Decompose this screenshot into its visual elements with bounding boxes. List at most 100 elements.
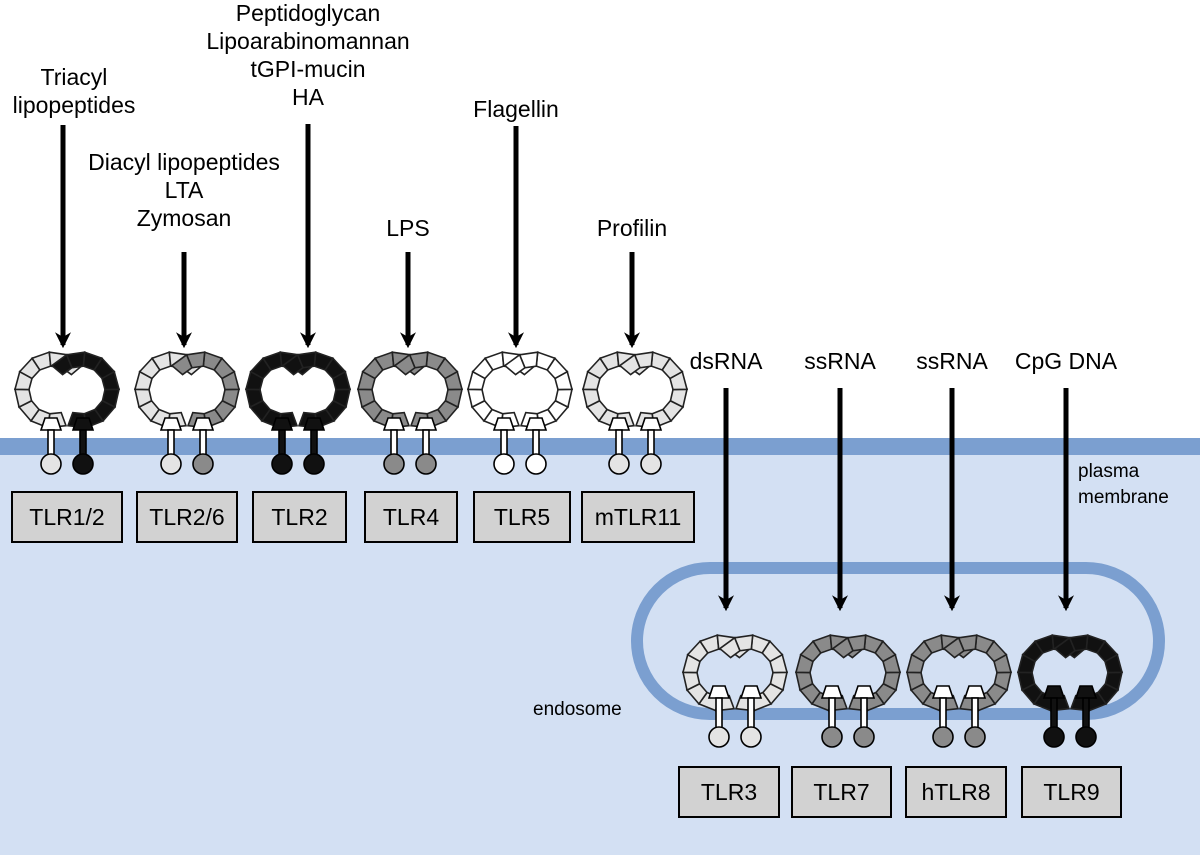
transmembrane-stalk xyxy=(532,429,540,456)
tir-domain xyxy=(383,453,405,475)
tir-domain xyxy=(640,453,662,475)
transmembrane-stalk xyxy=(615,429,623,456)
receptor-foot xyxy=(963,685,987,699)
lrr-segment xyxy=(718,636,741,659)
tir-domain xyxy=(271,453,293,475)
transmembrane-stalk xyxy=(860,697,868,729)
surface-receptor-box: TLR2 xyxy=(252,491,347,543)
ligand-line: Triacyl xyxy=(40,64,108,90)
tir-domain xyxy=(821,726,843,748)
receptor-foot xyxy=(852,685,876,699)
tir-domain xyxy=(853,726,875,748)
tir-domain xyxy=(1043,726,1065,748)
tlr-receptor-icon xyxy=(681,634,789,748)
receptor-foot xyxy=(191,417,215,431)
transmembrane-stalk xyxy=(715,697,723,729)
tir-domain xyxy=(40,453,62,475)
surface-receptor-box: mTLR11 xyxy=(581,491,695,543)
ligand-line: Peptidoglycan xyxy=(235,0,381,26)
endosomal-ligand-label: dsRNA xyxy=(690,347,763,375)
lrr-segment xyxy=(942,636,965,659)
tir-domain xyxy=(415,453,437,475)
ligand-line: LPS xyxy=(386,215,430,241)
transmembrane-stalk xyxy=(939,697,947,729)
transmembrane-stalk xyxy=(1082,697,1090,729)
tir-domain xyxy=(303,453,325,475)
receptor-foot xyxy=(492,417,516,431)
lrr-segment xyxy=(831,636,854,659)
transmembrane-stalk xyxy=(971,697,979,729)
ligand-line: LTA xyxy=(164,177,204,203)
endosomal-receptor-box: hTLR8 xyxy=(905,766,1007,818)
lrr-segment xyxy=(503,353,526,376)
transmembrane-stalk xyxy=(310,429,318,456)
tir-domain xyxy=(964,726,986,748)
receptor-foot xyxy=(270,417,294,431)
receptor-foot xyxy=(382,417,406,431)
tir-domain xyxy=(160,453,182,475)
receptor-foot xyxy=(1074,685,1098,699)
tir-domain xyxy=(493,453,515,475)
transmembrane-stalk xyxy=(828,697,836,729)
lrr-segment xyxy=(618,353,641,376)
endosomal-ligand-label: ssRNA xyxy=(916,347,988,375)
receptor-foot xyxy=(607,417,631,431)
lrr-segment xyxy=(393,353,416,376)
receptor-foot xyxy=(707,685,731,699)
surface-ligand-label: Profilin xyxy=(597,214,667,242)
ligand-line: dsRNA xyxy=(689,348,763,374)
ligand-line: ssRNA xyxy=(804,348,876,374)
receptor-foot xyxy=(931,685,955,699)
tlr-receptor-icon xyxy=(133,351,241,475)
ligand-line: ssRNA xyxy=(916,348,988,374)
receptor-foot xyxy=(39,417,63,431)
lrr-segment xyxy=(170,353,193,376)
tlr-receptor-icon xyxy=(466,351,574,475)
ligand-line: Flagellin xyxy=(473,96,559,122)
ligand-line: tGPI-mucin xyxy=(250,56,366,82)
endosome-label: endosome xyxy=(533,699,622,720)
tir-domain xyxy=(608,453,630,475)
ligand-line: CpG DNA xyxy=(1014,348,1118,374)
tir-domain xyxy=(72,453,94,475)
transmembrane-stalk xyxy=(422,429,430,456)
endosomal-receptor-box: TLR9 xyxy=(1021,766,1122,818)
endosomal-receptor-box: TLR7 xyxy=(791,766,892,818)
receptor-foot xyxy=(639,417,663,431)
transmembrane-stalk xyxy=(199,429,207,456)
receptor-foot xyxy=(820,685,844,699)
plasma-membrane-label: plasma membrane xyxy=(1078,459,1169,511)
tlr-receptor-icon xyxy=(356,351,464,475)
endosomal-ligand-label: ssRNA xyxy=(804,347,876,375)
tir-domain xyxy=(192,453,214,475)
transmembrane-stalk xyxy=(747,697,755,729)
tir-domain xyxy=(740,726,762,748)
receptor-foot xyxy=(414,417,438,431)
endosomal-ligand-label: CpG DNA xyxy=(1015,347,1117,375)
ligand-line: lipopeptides xyxy=(12,92,136,118)
receptor-foot xyxy=(302,417,326,431)
surface-receptor-box: TLR2/6 xyxy=(136,491,238,543)
transmembrane-stalk xyxy=(500,429,508,456)
plasma-membrane-label-line1: plasma xyxy=(1078,461,1140,482)
plasma-membrane-label-line2: membrane xyxy=(1078,487,1169,508)
tir-domain xyxy=(1075,726,1097,748)
transmembrane-stalk xyxy=(47,429,55,456)
ligand-line: HA xyxy=(292,84,324,110)
tir-domain xyxy=(525,453,547,475)
receptor-foot xyxy=(1042,685,1066,699)
receptor-foot xyxy=(71,417,95,431)
endosomal-receptor-box: TLR3 xyxy=(678,766,780,818)
tir-domain xyxy=(708,726,730,748)
transmembrane-stalk xyxy=(278,429,286,456)
lrr-segment xyxy=(281,353,304,376)
surface-ligand-label: Flagellin xyxy=(473,95,559,123)
surface-ligand-label: LPS xyxy=(386,214,429,242)
transmembrane-stalk xyxy=(79,429,87,456)
transmembrane-stalk xyxy=(167,429,175,456)
receptor-foot xyxy=(524,417,548,431)
endosome-membrane xyxy=(631,562,1165,720)
